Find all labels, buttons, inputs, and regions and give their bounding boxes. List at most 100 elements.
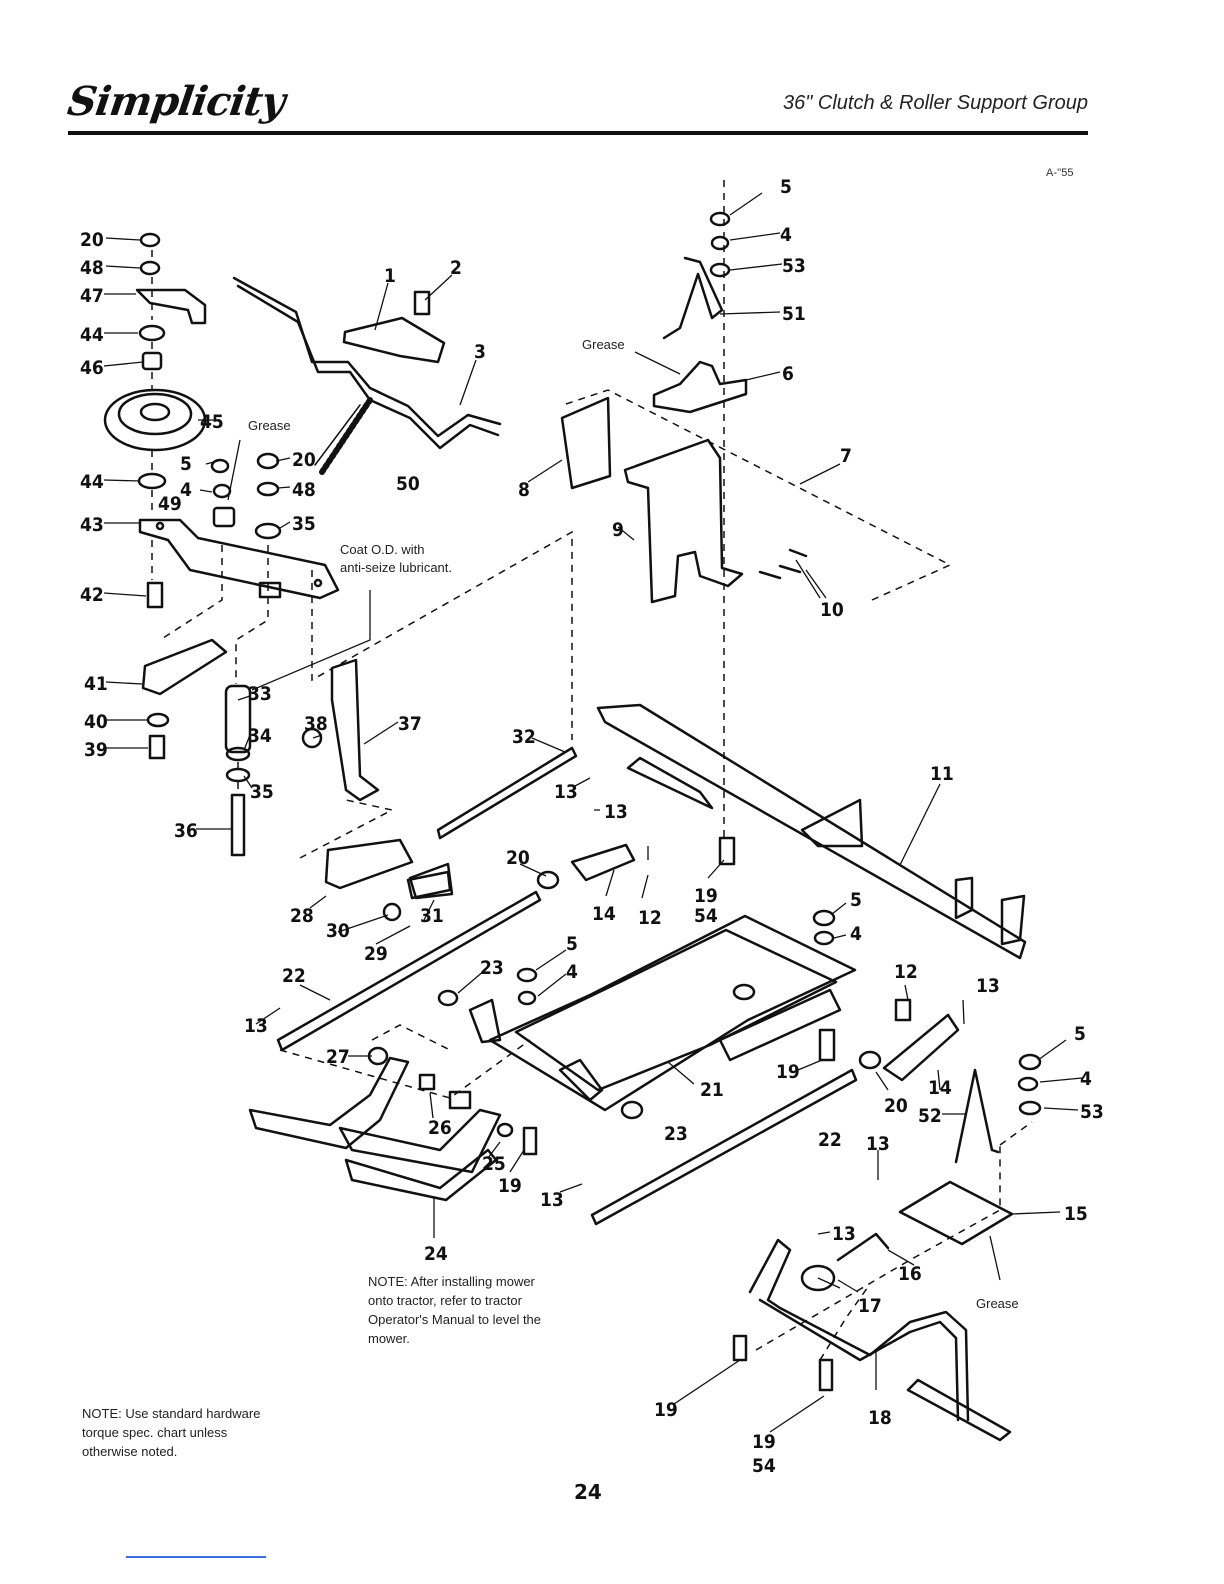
rods-drawing	[276, 746, 960, 1262]
callout-4-top: 4	[780, 224, 792, 246]
install-note-line: Operator's Manual to level the	[368, 1312, 542, 1327]
coat-note-line2: anti-seize lubricant.	[340, 560, 452, 575]
callout-23-a: 23	[480, 957, 504, 979]
leader-lines	[103, 192, 1083, 1433]
callout-18: 18	[868, 1407, 892, 1429]
callout-5-top: 5	[780, 176, 792, 198]
callout-52: 52	[918, 1105, 942, 1127]
callout-34: 34	[248, 725, 272, 747]
callout-8: 8	[518, 479, 530, 501]
callout-35: 35	[250, 781, 274, 803]
callout-22-a: 22	[282, 965, 306, 987]
callout-44-lower: 44	[80, 471, 104, 493]
alignment-lines	[151, 180, 1033, 1361]
callout-32: 32	[512, 726, 536, 748]
callout-19-c: 19	[776, 1061, 800, 1083]
callout-4-right: 4	[1080, 1068, 1092, 1090]
hardware-note-line: NOTE: Use standard hardware	[82, 1406, 261, 1421]
callout-17: 17	[858, 1295, 882, 1317]
callout-labels: 20 48 47 44 46 45 44 43 42 41 40 39 36 5…	[80, 176, 1104, 1477]
pulley-assembly-drawing	[103, 232, 340, 857]
callout-19-e: 19	[752, 1431, 776, 1453]
callout-5-b: 5	[566, 933, 578, 955]
callout-13-a: 13	[554, 781, 578, 803]
callout-21: 21	[700, 1079, 724, 1101]
callout-4-b: 4	[566, 961, 578, 983]
hardware-note-line: torque spec. chart unless	[82, 1425, 228, 1440]
callout-22-b: 22	[818, 1129, 842, 1151]
install-note-line: mower.	[368, 1331, 410, 1346]
header-rule	[68, 131, 1088, 135]
callout-20-d: 20	[884, 1095, 908, 1117]
callout-13-f: 13	[866, 1133, 890, 1155]
callout-43: 43	[80, 514, 104, 536]
carriage-drawing	[324, 658, 1027, 1112]
callout-16: 16	[898, 1263, 922, 1285]
callout-20-c: 20	[506, 847, 530, 869]
callout-19-b: 19	[498, 1175, 522, 1197]
callout-44: 44	[80, 324, 104, 346]
callout-37: 37	[398, 713, 422, 735]
callout-54-b: 54	[752, 1455, 776, 1477]
callout-54-a: 54	[694, 905, 718, 927]
text-annotations: Grease Grease Grease Coat O.D. with anti…	[248, 337, 1019, 1311]
callout-50: 50	[396, 473, 420, 495]
callout-23-b: 23	[664, 1123, 688, 1145]
callout-13-g: 13	[832, 1223, 856, 1245]
part-drawings	[103, 211, 1042, 1442]
callout-12: 12	[638, 907, 662, 929]
callout-24: 24	[424, 1243, 448, 1265]
callout-29: 29	[364, 943, 388, 965]
callout-28: 28	[290, 905, 314, 927]
callout-13-c: 13	[244, 1015, 268, 1037]
callout-53-right: 53	[1080, 1101, 1104, 1123]
callout-14-b: 14	[928, 1077, 952, 1099]
callout-5-mid: 5	[850, 889, 862, 911]
hardware-note: NOTE: Use standard hardware torque spec.…	[82, 1404, 260, 1461]
callout-4-left: 4	[180, 479, 192, 501]
callout-51: 51	[782, 303, 806, 325]
callout-33: 33	[248, 683, 272, 705]
callout-10: 10	[820, 599, 844, 621]
callout-19-d: 19	[654, 1399, 678, 1421]
page-title: 36" Clutch & Roller Support Group	[782, 92, 1088, 114]
diagram-reference: A-''55	[1046, 167, 1074, 179]
callout-19-a: 19	[694, 885, 718, 907]
callout-20-b: 20	[292, 449, 316, 471]
callout-15: 15	[1064, 1203, 1088, 1225]
callout-48-b: 48	[292, 479, 316, 501]
callout-6: 6	[782, 363, 794, 385]
callout-5-right: 5	[1074, 1023, 1086, 1045]
callout-48: 48	[80, 257, 104, 279]
callout-13-e: 13	[976, 975, 1000, 997]
callout-12-b: 12	[894, 961, 918, 983]
coat-note-line1: Coat O.D. with	[340, 542, 425, 557]
callout-25: 25	[482, 1153, 506, 1175]
callout-42: 42	[80, 584, 104, 606]
callout-4-mid: 4	[850, 923, 862, 945]
callout-31: 31	[420, 905, 444, 927]
callout-13-b: 13	[604, 801, 628, 823]
callout-35-upper: 35	[292, 513, 316, 535]
callout-36: 36	[174, 820, 198, 842]
callout-40: 40	[84, 711, 108, 733]
callout-14: 14	[592, 903, 616, 925]
upper-linkage-drawing	[232, 211, 808, 604]
hardware-note-line: otherwise noted.	[82, 1444, 178, 1459]
footer-line	[126, 1556, 266, 1558]
callout-2: 2	[450, 257, 462, 279]
callout-53-top: 53	[782, 255, 806, 277]
callout-11: 11	[930, 763, 954, 785]
callout-38: 38	[304, 713, 328, 735]
callout-41: 41	[84, 673, 108, 695]
callout-13-d: 13	[540, 1189, 564, 1211]
callout-3: 3	[474, 341, 486, 363]
callout-7: 7	[840, 445, 852, 467]
callout-47: 47	[80, 285, 104, 307]
install-note-line: onto tractor, refer to tractor	[368, 1293, 522, 1308]
callout-49: 49	[158, 493, 182, 515]
callout-26: 26	[428, 1117, 452, 1139]
page-number: 24	[574, 1480, 602, 1504]
